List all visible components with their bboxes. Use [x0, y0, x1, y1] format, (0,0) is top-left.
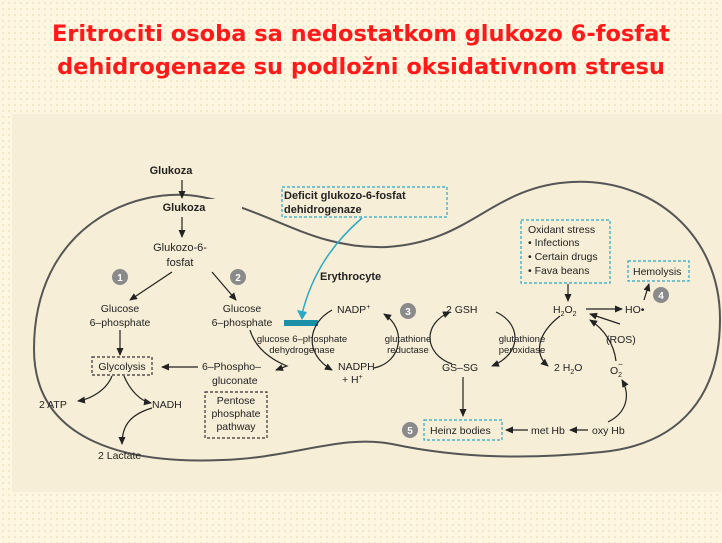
glukoza-top-label: Glukoza — [150, 165, 194, 177]
arrow-to-g6p-left — [129, 271, 173, 301]
deficit-label-1: Deficit glukozo-6-fosfat — [284, 190, 406, 202]
h2o2-label: H2O2 — [553, 304, 577, 318]
badge-2: 2 — [230, 269, 246, 285]
arrow-gssg-to-gsh — [429, 311, 453, 365]
superoxide-label: O2− — [610, 360, 623, 379]
g6p-right-label-2: 6–phosphate — [212, 317, 273, 329]
gr-label-1: glutathione — [385, 334, 431, 345]
methb-label: met Hb — [531, 425, 565, 437]
arrow-oxyhb-to-superoxide — [607, 379, 629, 423]
h-plus-label: + H+ — [342, 374, 363, 386]
g6p-left-label-1: Glucose — [101, 303, 140, 315]
pentose-label-3: pathway — [216, 421, 256, 433]
svg-text:3: 3 — [405, 307, 411, 318]
badge-5: 5 — [402, 422, 418, 438]
arrow-to-lactate — [118, 407, 153, 445]
oxidant-item-fava: • Fava beans — [528, 265, 589, 277]
water-label: 2 H2O — [554, 362, 582, 376]
hydroxyl-label: HO• — [625, 304, 645, 316]
badge-3: 3 — [400, 303, 416, 319]
svg-text:4: 4 — [658, 291, 664, 302]
arrow-superoxide-to-h2o2 — [589, 319, 617, 362]
pentose-label-2: phosphate — [211, 408, 260, 420]
glukoza-label: Glukoza — [163, 202, 207, 214]
erythrocyte-label: Erythrocyte — [320, 271, 381, 283]
phosphogluconate-label-2: gluconate — [212, 375, 258, 387]
oxidant-item-infections: • Infections — [528, 237, 580, 249]
oxidant-stress-title: Oxidant stress — [528, 224, 595, 236]
g6pd-enzyme-label-2: dehydrogenase — [269, 345, 335, 356]
glycolysis-label: Glycolysis — [98, 361, 145, 373]
hemolysis-label: Hemolysis — [633, 266, 681, 278]
atp-label: 2 ATP — [39, 399, 67, 411]
g6pd-enzyme-label-1: glucose 6–phosphate — [257, 334, 347, 345]
glycolysis-box — [91, 356, 153, 376]
arrow-gsh-to-gssg — [491, 311, 516, 367]
arrow-g6p-to-6pg — [249, 329, 289, 371]
phosphogluconate-label-1: 6–Phospho– — [202, 361, 261, 373]
glukozo6fosfat-label-2: fosfat — [167, 257, 194, 269]
g6p-right-label-1: Glucose — [223, 303, 262, 315]
gpx-label-1: glutathione — [499, 334, 545, 345]
glukozo6fosfat-label-1: Glukozo-6- — [153, 242, 207, 254]
g6pd-block-bar — [284, 320, 318, 326]
pentose-label-1: Pentose — [217, 395, 256, 407]
gpx-label-2: peroxidase — [499, 345, 545, 356]
lactate-label: 2 Lactate — [98, 450, 141, 462]
heinz-bodies-box — [423, 419, 503, 441]
arrow-to-g6p-right — [211, 271, 237, 301]
hemolysis-box — [627, 260, 690, 282]
deficit-box — [281, 186, 448, 218]
svg-text:1: 1 — [117, 273, 123, 284]
svg-text:2: 2 — [235, 273, 241, 284]
deficit-pointer-head — [297, 310, 307, 320]
badge-4: 4 — [653, 287, 669, 303]
oxidant-item-drugs: • Certain drugs — [528, 251, 598, 263]
svg-text:5: 5 — [407, 426, 413, 437]
slide-title: Eritrociti osoba sa nedostatkom glukozo … — [0, 18, 722, 84]
oxidant-stress-box — [520, 219, 611, 284]
ros-label: (ROS) — [606, 334, 636, 346]
arrow-nadp-to-nadph — [311, 309, 333, 371]
gssg-label: GS–SG — [442, 362, 478, 374]
title-line-1: Eritrociti osoba sa nedostatkom glukozo … — [51, 21, 671, 47]
nadh-label: NADH — [152, 399, 182, 411]
pentose-pathway-box — [204, 391, 268, 439]
g6p-left-label-2: 6–phosphate — [90, 317, 151, 329]
oxyhb-label: oxy Hb — [592, 425, 625, 437]
nadph-label: NADPH — [338, 361, 375, 373]
deficit-pointer — [301, 217, 363, 315]
nadp-label: NADP+ — [337, 304, 370, 316]
arrow-nadph-to-nadp — [373, 313, 400, 369]
arrow-to-nadh — [123, 375, 152, 406]
arrow-hydroxyl-to-h2o2 — [589, 312, 621, 325]
gsh-label: 2 GSH — [446, 304, 478, 316]
erythrocyte-outline — [32, 180, 722, 462]
arrow-to-atp — [77, 375, 113, 404]
title-line-2: dehidrogenaze su podložni oksidativnom s… — [57, 54, 665, 80]
pathway-diagram: Glukoza Glukoza Glukozo-6- fosfat Defici… — [32, 165, 722, 462]
heinz-bodies-label: Heinz bodies — [430, 425, 491, 437]
deficit-label-2: dehidrogenaze — [284, 204, 362, 216]
pathway-figure: Glukoza Glukoza Glukozo-6- fosfat Defici… — [12, 114, 722, 492]
badge-1: 1 — [112, 269, 128, 285]
gr-label-2: reductase — [387, 345, 429, 356]
arrow-h2o2-to-water — [539, 315, 561, 367]
arrow-hydroxyl-hemolysis — [643, 283, 651, 301]
